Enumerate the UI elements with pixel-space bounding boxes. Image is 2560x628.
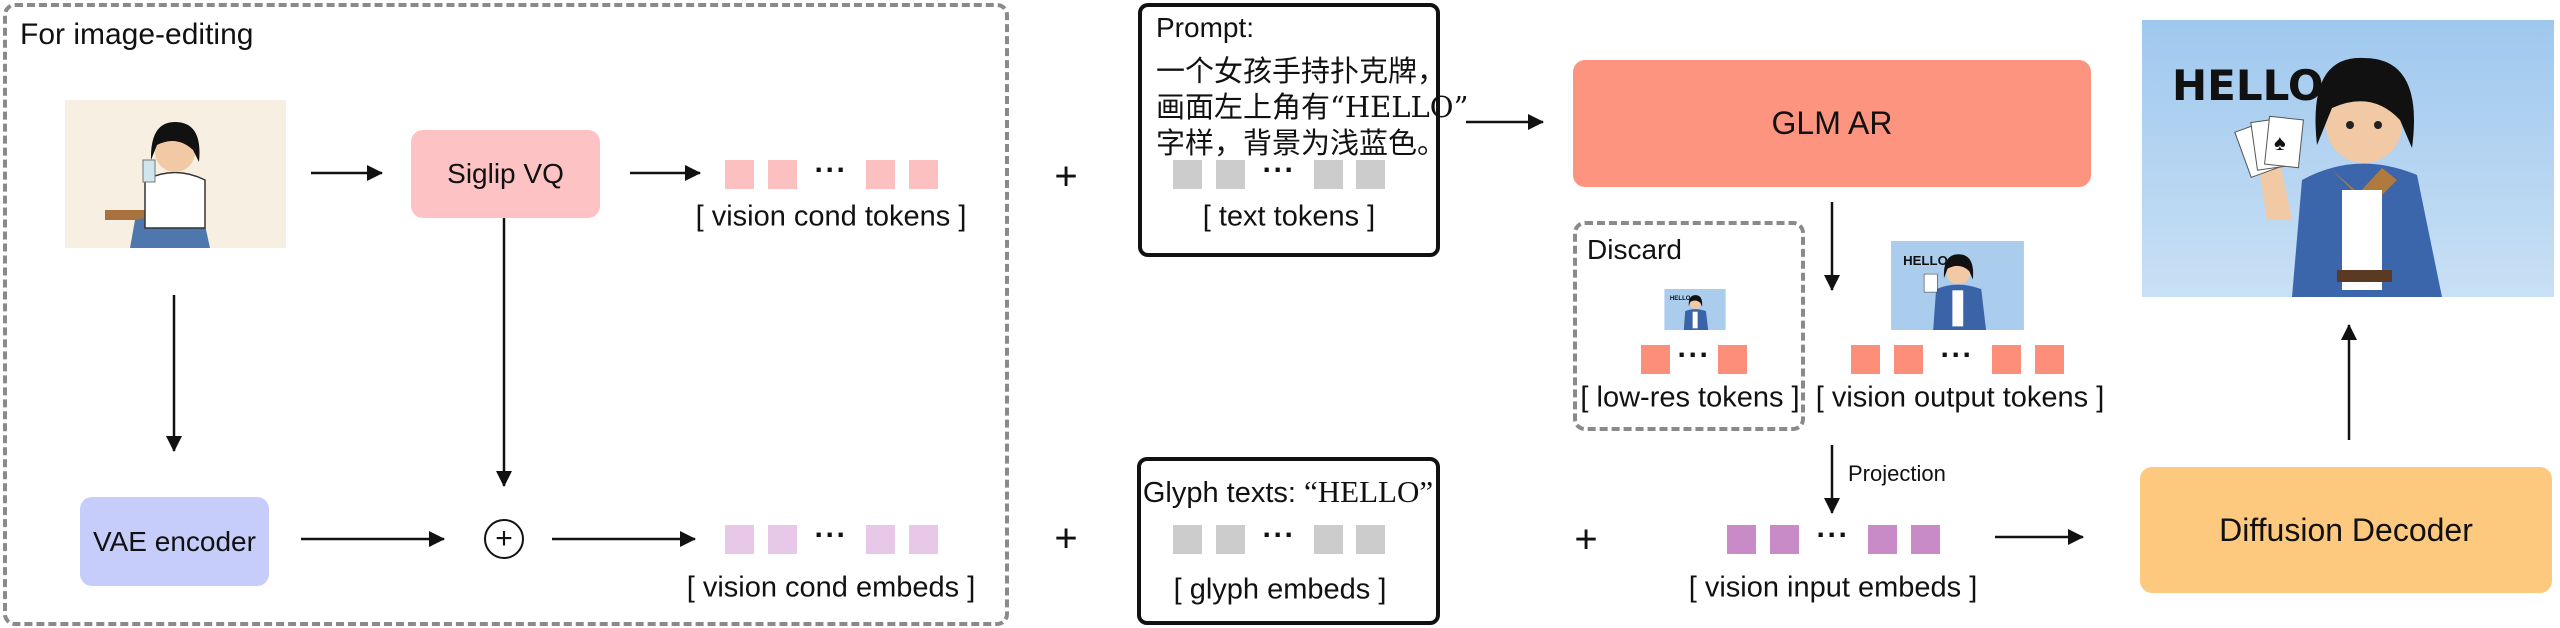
glyph-embed — [1173, 525, 1202, 554]
vision-cond-embed — [909, 525, 938, 554]
vision-cond-embeds-label: [ vision cond embeds ] — [686, 571, 976, 604]
projection-label: Projection — [1848, 461, 1946, 486]
vision-output-tokens-label: [ vision output tokens ] — [1815, 381, 2105, 414]
prompt-line: 画面左上角有“HELLO” — [1156, 90, 1469, 124]
vision-input-embeds-ellipsis: ··· — [1816, 518, 1850, 552]
glm-ar-block: GLM AR — [1573, 60, 2091, 187]
low-res-image-hello: HELLO — [1670, 295, 1691, 302]
vision-input-embed — [1727, 525, 1756, 554]
glyph-embed — [1314, 525, 1343, 554]
svg-text:♠: ♠ — [2274, 130, 2286, 155]
add-operator-circle: + — [484, 519, 524, 559]
vision-output-image-hello: HELLO — [1903, 253, 1948, 268]
discard-group — [1573, 221, 1805, 431]
prompt-title: Prompt: — [1156, 12, 1255, 43]
vision-output-token — [1851, 345, 1880, 374]
text-token — [1173, 160, 1202, 189]
vision-cond-embeds-ellipsis: ··· — [814, 518, 848, 552]
plus-sign-top: + — [1054, 154, 1078, 199]
plus-sign-right: + — [1574, 517, 1598, 562]
text-token — [1314, 160, 1343, 189]
vision-cond-tokens-label: [ vision cond tokens ] — [695, 200, 967, 233]
vision-output-token — [1992, 345, 2021, 374]
vision-output-token — [1894, 345, 1923, 374]
playing-cards-icon: ♠ — [2234, 115, 2304, 179]
vision-input-embeds-label: [ vision input embeds ] — [1688, 571, 1978, 604]
text-tokens-ellipsis: ··· — [1262, 153, 1296, 187]
prompt-line: 字样，背景为浅蓝色。 — [1156, 126, 1447, 160]
vision-cond-token — [909, 160, 938, 189]
input-image — [65, 100, 286, 248]
glyph-texts-value: “HELLO” — [1304, 474, 1434, 509]
vision-cond-token — [866, 160, 895, 189]
low-res-tokens-label: [ low-res tokens ] — [1580, 381, 1800, 414]
diffusion-decoder-label: Diffusion Decoder — [2219, 511, 2473, 548]
low-res-token — [1641, 345, 1670, 374]
vision-output-image: HELLO — [1891, 241, 2024, 330]
glyph-embeds-label: [ glyph embeds ] — [1173, 573, 1387, 606]
image-editing-title: For image-editing — [20, 18, 254, 51]
text-token — [1356, 160, 1385, 189]
diffusion-decoder-block: Diffusion Decoder — [2140, 467, 2552, 593]
text-token — [1216, 160, 1245, 189]
low-res-image: HELLO — [1664, 289, 1726, 330]
low-res-tokens-ellipsis: ··· — [1677, 338, 1711, 372]
low-res-token — [1718, 345, 1747, 374]
add-operator-symbol: + — [495, 522, 513, 555]
siglip-vq-label: Siglip VQ — [447, 158, 564, 189]
vision-cond-token — [725, 160, 754, 189]
vision-output-tokens-ellipsis: ··· — [1940, 338, 1974, 372]
glm-ar-label: GLM AR — [1771, 105, 1893, 141]
vae-encoder-label: VAE encoder — [93, 525, 256, 557]
vision-cond-token — [768, 160, 797, 189]
vision-output-token — [2035, 345, 2064, 374]
vision-input-embed — [1911, 525, 1940, 554]
vision-input-embed — [1770, 525, 1799, 554]
siglip-vq-block: Siglip VQ — [411, 130, 600, 218]
discard-title: Discard — [1587, 234, 1682, 265]
glyph-embeds-ellipsis: ··· — [1262, 518, 1296, 552]
vision-input-embed — [1868, 525, 1897, 554]
prompt-box — [1138, 3, 1440, 257]
image-editing-group — [3, 3, 1009, 626]
vision-cond-embed — [768, 525, 797, 554]
vision-cond-embed — [866, 525, 895, 554]
glyph-embed — [1356, 525, 1385, 554]
vision-cond-embed — [725, 525, 754, 554]
vae-encoder-block: VAE encoder — [80, 497, 269, 586]
glyph-texts-line: Glyph texts: “HELLO” — [1143, 474, 1433, 510]
text-tokens-label: [ text tokens ] — [1202, 200, 1376, 233]
final-image-hello: HELLO — [2172, 61, 2324, 110]
glyph-texts-prefix: Glyph texts: — [1142, 477, 1305, 509]
vision-cond-tokens-ellipsis: ··· — [814, 153, 848, 187]
glyph-box — [1137, 457, 1440, 625]
final-output-image: HELLO ♠ — [2142, 20, 2554, 297]
prompt-line: 一个女孩手持扑克牌， — [1156, 54, 1447, 88]
glyph-embed — [1216, 525, 1245, 554]
plus-sign-bottom: + — [1054, 516, 1078, 561]
